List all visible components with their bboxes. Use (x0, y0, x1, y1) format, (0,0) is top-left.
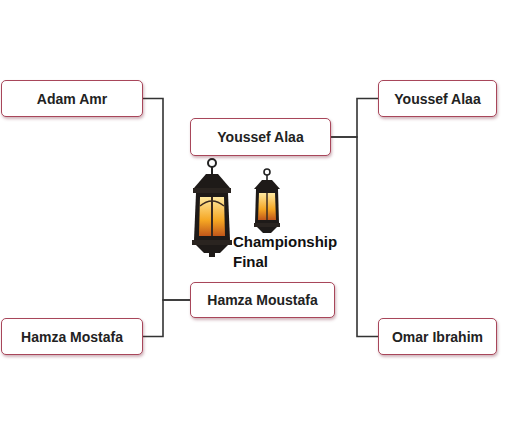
small-lantern (254, 169, 280, 233)
player-box: Hamza Mostafa (1, 318, 143, 355)
bracket-connector (331, 137, 378, 337)
player-box: Omar Ibrahim (378, 318, 497, 355)
player-box: Youssef Alaa (378, 80, 497, 117)
bracket-connector (143, 300, 190, 337)
player-box: Youssef Alaa (190, 118, 331, 156)
player-box: Adam Amr (1, 80, 143, 117)
player-name: Youssef Alaa (394, 91, 480, 107)
player-box: Hamza Moustafa (190, 282, 335, 318)
player-name: Hamza Mostafa (21, 329, 123, 345)
player-name: Hamza Moustafa (207, 292, 317, 308)
player-name: Adam Amr (37, 91, 107, 107)
big-lantern (192, 159, 232, 257)
player-name: Youssef Alaa (217, 129, 303, 145)
final-caption: Championship Final (233, 232, 353, 272)
bracket-connector (143, 99, 190, 301)
player-name: Omar Ibrahim (392, 329, 483, 345)
bracket-connector (331, 99, 378, 138)
